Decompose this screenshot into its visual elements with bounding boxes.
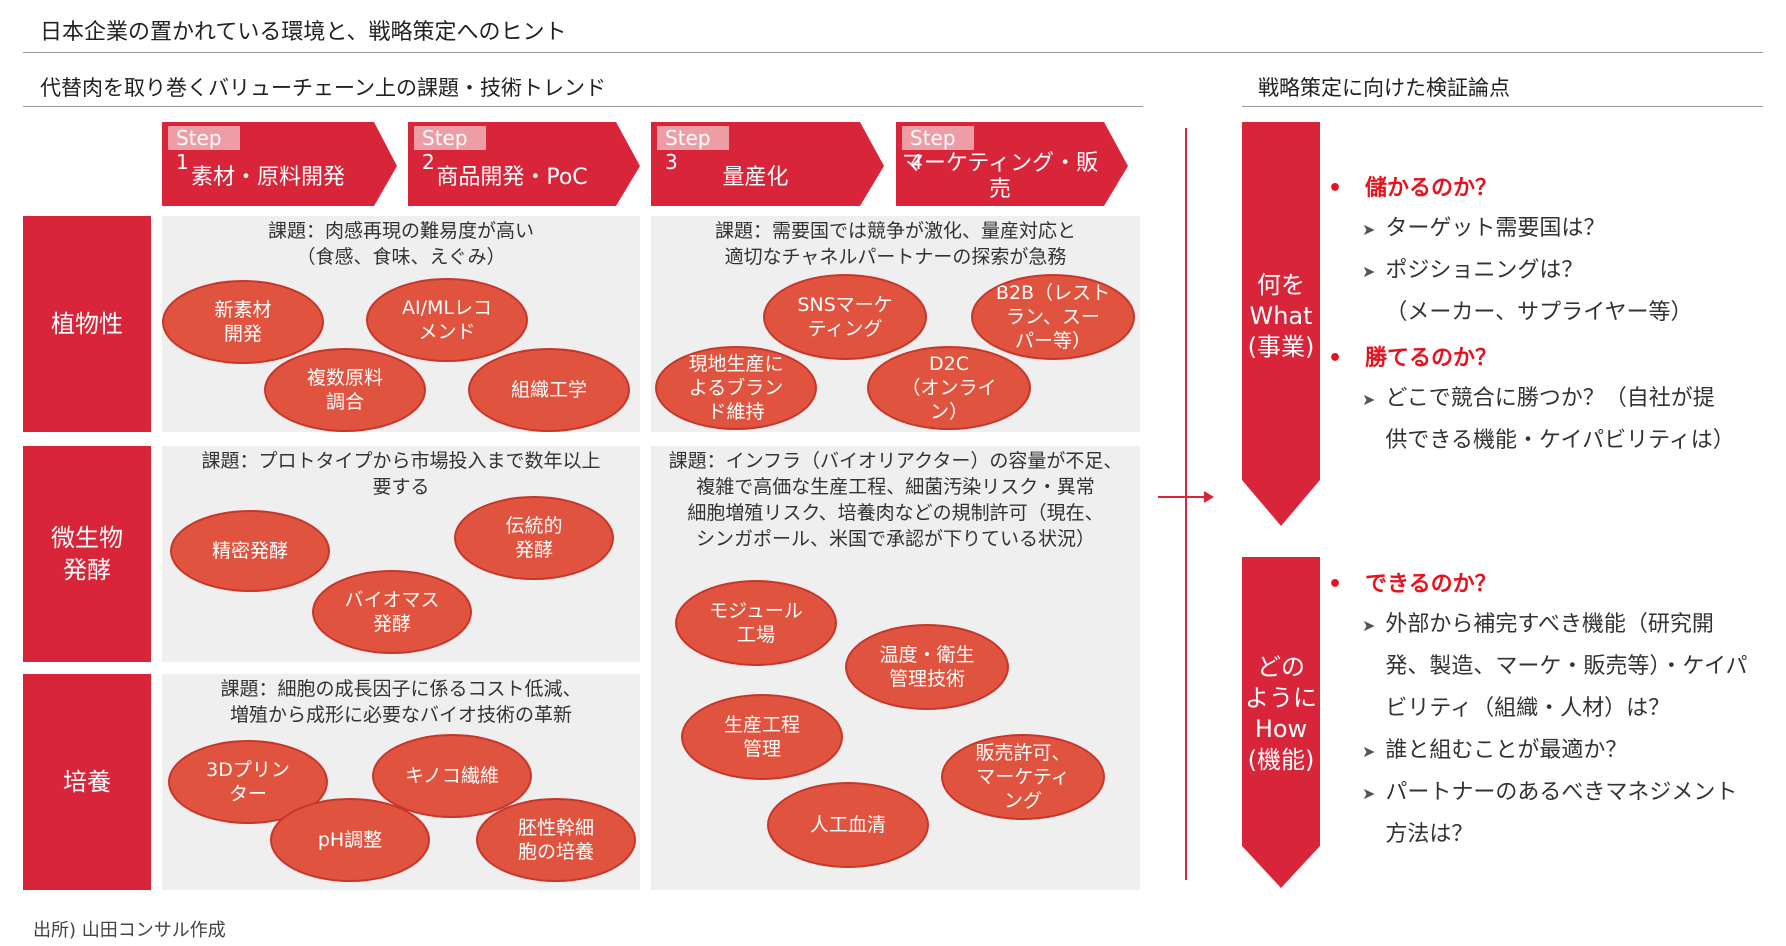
point-profitable: • 儲かるのか？ (1328, 176, 1498, 201)
row-label-cultured: 培養 (23, 674, 151, 890)
point-head: 勝てるのか？ (1365, 346, 1498, 371)
bubble-b2b: B2B（レスト ラン、スー パー等） (971, 274, 1135, 360)
point-head: 儲かるのか？ (1365, 176, 1498, 201)
bubble-stem-cell: 胚性幹細 胞の培養 (476, 798, 636, 882)
bubble-artificial-serum: 人工血清 (767, 782, 929, 868)
bubble-3d-printer: 3Dプリン ター (168, 740, 328, 824)
step-2-label: Step 2 (414, 126, 486, 174)
issue-text: 課題：細胞の成長因子に係るコスト低減、 増殖から成形に必要なバイオ技術の革新 (220, 678, 582, 726)
sub-positioning: ➤ポジショニングは？ （メーカー、サプライヤー等） (1362, 258, 1693, 325)
arrow-bullet-icon: ➤ (1362, 220, 1376, 239)
step-2: Step 2 商品開発・PoC (408, 122, 616, 206)
bubble-aiml: AI/MLレコ メンド (366, 278, 528, 362)
step-2-name: 商品開発・PoC (436, 164, 588, 190)
bubble-process-management: 生産工程 管理 (681, 694, 843, 780)
how-label: どの ように How (機能) (1245, 653, 1317, 774)
step-4-label: Step 4 (902, 126, 974, 174)
sub-best-partner: ➤誰と組むことが最適か？ (1362, 738, 1628, 763)
bubble-multi-material: 複数原料 調合 (264, 348, 426, 432)
issue-text: 課題：肉感再現の難易度が高い （食感、食味、えぐみ） (267, 220, 534, 268)
bubble-new-material: 新素材 開発 (162, 280, 324, 364)
bubble-tissue-eng: 組織工学 (468, 348, 630, 432)
arrow-bullet-icon: ➤ (1362, 742, 1376, 761)
left-section-divider (23, 106, 1143, 107)
step-1-name: 素材・原料開発 (190, 164, 345, 190)
arrow-bullet-icon: ➤ (1362, 784, 1376, 803)
what-chevron (1242, 122, 1320, 526)
sub-compete-where: ➤どこで競合に勝つか？（自社が提 供できる機能・ケイパビリティは） (1362, 386, 1735, 453)
source-note: 出所) 山田コンサル作成 (33, 920, 226, 941)
row-label-plant: 植物性 (23, 216, 151, 432)
point-feasible: • できるのか？ (1328, 572, 1497, 597)
step-1-label: Step 1 (168, 126, 240, 174)
right-section-title: 戦略策定に向けた検証論点 (1258, 76, 1510, 100)
connector-arrowhead (1204, 491, 1214, 503)
row-label-microbial: 微生物 発酵 (23, 446, 151, 662)
bubble-local-production: 現地生産に よるブラン ド維持 (655, 346, 817, 430)
panel-plant-dev: 課題：肉感再現の難易度が高い （食感、食味、えぐみ） 新素材 開発 AI/MLレ… (162, 216, 640, 432)
arrow-bullet-icon: ➤ (1362, 262, 1376, 281)
bubble-traditional-fermentation: 伝統的 発酵 (454, 496, 614, 580)
bubble-ph-control: pH調整 (270, 798, 430, 882)
left-section-title: 代替肉を取り巻くバリューチェーン上の課題・技術トレンド (40, 76, 606, 100)
bubble-sales-permit: 販売許可、 マーケティ ング (941, 734, 1105, 820)
point-winnable: • 勝てるのか？ (1328, 346, 1498, 371)
step-1: Step 1 素材・原料開発 (162, 122, 374, 206)
page-title: 日本企業の置かれている環境と、戦略策定へのヒント (40, 20, 567, 45)
bubble-mushroom-fiber: キノコ繊維 (372, 734, 532, 818)
panel-plant-mass: 課題：需要国では競争が激化、量産対応と 適切なチャネルパートナーの探索が急務 S… (651, 216, 1140, 432)
step-3-name: 量産化 (722, 164, 789, 190)
bubble-modular-factory: モジュール 工場 (675, 580, 837, 666)
sub-partner-management: ➤パートナーのあるべきマネジメント 方法は？ (1362, 780, 1738, 847)
panel-microbial-dev: 課題：プロトタイプから市場投入まで数年以上 要する 精密発酵 伝統的 発酵 バイ… (162, 446, 640, 662)
bubble-biomass-fermentation: バイオマス 発酵 (312, 570, 472, 654)
bubble-d2c: D2C （オンライ ン） (867, 346, 1031, 430)
how-chevron (1242, 557, 1320, 888)
right-section-divider (1242, 106, 1763, 107)
sub-target-country: ➤ターゲット需要国は？ (1362, 216, 1606, 241)
bubble-precision-fermentation: 精密発酵 (170, 510, 330, 592)
issue-text: 課題：インフラ（バイオリアクター）の容量が不足、 複雑で高価な生産工程、細菌汚染… (668, 450, 1123, 550)
panel-cultured-dev: 課題：細胞の成長因子に係るコスト低減、 増殖から成形に必要なバイオ技術の革新 3… (162, 674, 640, 890)
step-3-label: Step 3 (657, 126, 729, 174)
point-head: できるのか？ (1365, 572, 1497, 597)
sub-external-capability: ➤外部から補完すべき機能（研究開 発、製造、マーケ・販売等）・ケイパ ビリティ（… (1362, 612, 1748, 721)
panel-mass-production: 課題：インフラ（バイオリアクター）の容量が不足、 複雑で高価な生産工程、細菌汚染… (651, 446, 1140, 890)
arrow-bullet-icon: ➤ (1362, 616, 1376, 635)
issue-text: 課題：プロトタイプから市場投入まで数年以上 要する (201, 450, 601, 498)
issue-text: 課題：需要国では競争が激化、量産対応と 適切なチャネルパートナーの探索が急務 (714, 220, 1076, 268)
title-divider (23, 52, 1763, 53)
bubble-sns-marketing: SNSマーケ ティング (763, 274, 927, 360)
step-3: Step 3 量産化 (651, 122, 860, 206)
bubble-temperature-control: 温度・衛生 管理技術 (845, 624, 1009, 710)
step-4-name: マーケティング・販売 (901, 150, 1099, 202)
arrow-bullet-icon: ➤ (1362, 390, 1376, 409)
what-label: 何を What (事業) (1247, 271, 1315, 361)
step-4: Step 4 マーケティング・販売 (896, 122, 1104, 206)
